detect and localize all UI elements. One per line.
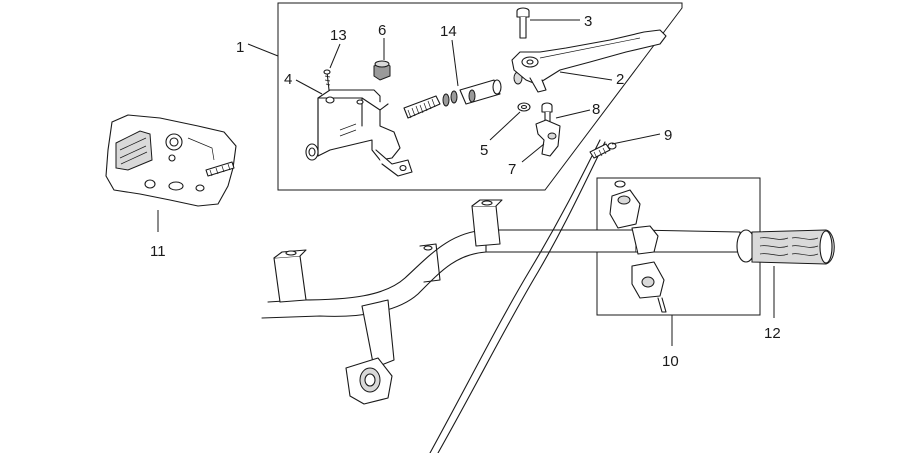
callout-6: 6 (378, 22, 386, 39)
reservoir-screw-part (323, 69, 331, 91)
leader-7 (521, 143, 545, 163)
callout-3: 3 (584, 13, 592, 30)
callout-7: 7 (508, 161, 516, 178)
callout-9: 9 (664, 127, 672, 144)
piston-spring-kit-part (403, 71, 523, 119)
callout-8: 8 (592, 101, 600, 118)
leader-4 (295, 79, 323, 95)
callout-4: 4 (284, 71, 292, 88)
leader-8 (555, 109, 591, 119)
callout-14: 14 (440, 23, 457, 40)
leader-13 (329, 43, 341, 69)
callout-5: 5 (480, 142, 488, 159)
leader-14 (451, 39, 459, 87)
leader-5 (489, 111, 521, 141)
brake-lever-part (511, 29, 667, 93)
cap-part (373, 60, 391, 81)
callout-1: 1 (236, 39, 244, 56)
throttle-cable-part (429, 139, 601, 453)
cable-end-part (589, 142, 617, 159)
callout-2: 2 (616, 71, 624, 88)
washer-part (517, 102, 531, 112)
leader-2 (559, 71, 613, 81)
callout-12: 12 (764, 325, 781, 342)
master-cylinder-body-part (305, 89, 413, 177)
throttle-housing-part (609, 180, 667, 313)
leader-1 (247, 43, 279, 57)
leader-9 (611, 133, 661, 145)
callout-11: 11 (150, 243, 166, 260)
pivot-bolt-part (516, 7, 530, 39)
callout-13: 13 (330, 27, 347, 44)
clamp-screw-part (541, 102, 553, 129)
master-cylinder-group-box (277, 2, 683, 191)
reservoir-cover-part (105, 114, 237, 207)
handlebar-frame-part (261, 199, 741, 405)
clamp-part (535, 119, 561, 157)
callout-10: 10 (662, 353, 679, 370)
throttle-cable-part-2 (437, 141, 606, 453)
grip-part (736, 229, 835, 265)
